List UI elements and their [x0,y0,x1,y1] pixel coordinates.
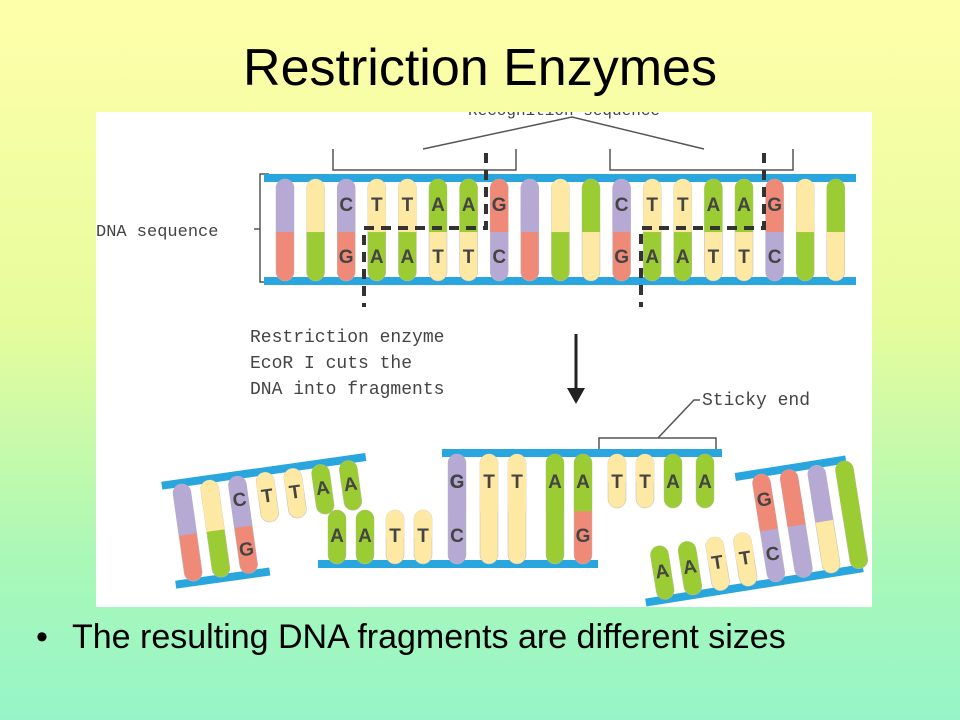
base-bottom: A [401,247,415,268]
base-bottom: T [463,247,475,268]
base-bottom: A [681,556,698,579]
base-bottom: T [708,247,720,268]
base-top: C [615,195,629,216]
base-top: T [639,472,651,493]
base-top: C [450,472,464,493]
base-bottom: A [676,247,690,268]
base-bottom: T [738,548,753,571]
base-top: T [483,472,495,493]
base-top: A [707,195,721,216]
base-bottom: T [738,247,750,268]
base-bottom: G [339,247,354,268]
cut-line-left [362,153,488,307]
base-bottom: G [614,247,629,268]
down-arrow [567,334,585,404]
sticky-end-label: Sticky end [702,391,810,411]
base-top: G [450,472,465,493]
base-top: A [342,474,359,497]
base-bottom: T [710,552,725,575]
base-bottom: C [450,526,464,547]
base-bottom: G [238,539,256,562]
dna-diagram: Recognition sequence CGTATAATATGCCGTATAA… [96,112,872,607]
bullet-text: The resulting DNA fragments are differen… [72,618,786,656]
recognition-connector [422,116,705,150]
base-top: G [755,489,773,512]
base-bottom: A [654,561,671,584]
base-top: T [677,195,689,216]
base-top: A [666,472,680,493]
dna-sequence-label: DNA sequence [96,223,218,242]
dna-diagram-svg: Recognition sequence CGTATAATATGCCGTATAA… [96,112,868,607]
base-bottom: T [389,526,401,547]
base-top: A [737,195,751,216]
base-top: T [611,472,623,493]
base-bottom: A [358,526,372,547]
base-top: A [548,472,562,493]
base-top: A [576,472,590,493]
bullet-dot: • [36,618,48,656]
recognition-bracket-right [609,149,794,171]
base-bottom: A [370,247,384,268]
base-top: A [698,472,712,493]
recognition-label: Recognition sequence [468,112,660,120]
base-top: T [288,481,303,503]
enzyme-caption-line-2: EcoR I cuts the [250,354,412,374]
base-top: G [492,195,507,216]
base-bottom: C [764,543,781,566]
base-top: T [371,195,383,216]
recognition-bracket-left [332,149,517,171]
base-bottom: C [768,247,782,268]
base-top: T [511,472,523,493]
top-backbone [264,174,856,182]
base-bottom: T [432,247,444,268]
dna-sequence-bracket [259,173,269,283]
base-bottom: C [492,247,506,268]
base-top: T [402,195,414,216]
base-top: G [767,195,782,216]
base-bottom: T [417,526,429,547]
base-top: C [339,195,353,216]
base-bottom: A [645,247,659,268]
enzyme-caption-line-3: DNA into fragments [250,380,444,400]
base-top: A [431,195,445,216]
base-top: T [646,195,658,216]
sticky-end-bracket [598,437,717,450]
base-top: C [231,489,248,512]
enzyme-caption-line-1: Restriction enzyme [250,328,444,348]
base-bottom: A [330,526,344,547]
cut-line-right [639,153,766,307]
sticky-end-connector [657,399,700,439]
slide-title: Restriction Enzymes [243,39,717,97]
base-top: A [462,195,476,216]
base-top: T [260,485,275,507]
base-top: A [315,477,332,500]
base-bottom: G [576,526,591,547]
